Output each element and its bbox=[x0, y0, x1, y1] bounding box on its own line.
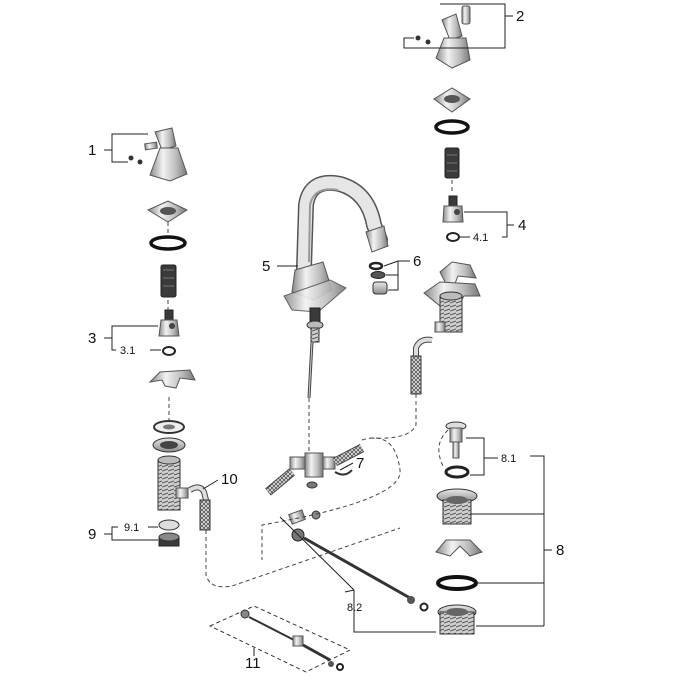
aerator-parts bbox=[368, 261, 388, 295]
callout-6: 6 bbox=[413, 253, 421, 270]
left-lock-nut bbox=[152, 437, 186, 453]
left-o-ring bbox=[149, 235, 187, 251]
left-extension-spline bbox=[160, 264, 177, 298]
callout-10: 10 bbox=[221, 471, 238, 488]
left-bottom-washer bbox=[158, 519, 180, 531]
callout-9-1: 9.1 bbox=[124, 522, 139, 534]
left-cartridge bbox=[158, 309, 180, 337]
callout-labels: 1 2 3 3.1 4 4.1 5 6 7 8 8.1 8.2 9 9.1 10… bbox=[88, 8, 564, 672]
callout-3: 3 bbox=[88, 330, 96, 347]
right-small-o-ring bbox=[446, 232, 460, 242]
drain-assembly bbox=[435, 421, 483, 635]
callout-4: 4 bbox=[518, 217, 526, 234]
left-small-o-ring bbox=[162, 346, 176, 356]
callout-8-2: 8.2 bbox=[347, 602, 362, 614]
callout-11: 11 bbox=[245, 655, 261, 672]
left-mounting-bracket bbox=[148, 369, 196, 389]
spout-assembly bbox=[283, 175, 389, 399]
right-cartridge bbox=[442, 195, 464, 223]
callout-1: 1 bbox=[88, 142, 96, 159]
callout-9: 9 bbox=[88, 526, 96, 543]
lift-rod-kit bbox=[208, 605, 352, 673]
right-valve-body bbox=[434, 291, 463, 333]
callout-3-1: 3.1 bbox=[120, 345, 135, 357]
leader-lines bbox=[104, 3, 552, 656]
callout-8-1: 8.1 bbox=[501, 453, 516, 465]
right-o-ring bbox=[434, 119, 470, 135]
connection-lines bbox=[167, 180, 453, 588]
pivot-rod-assembly bbox=[288, 509, 429, 612]
right-supply-hose bbox=[410, 336, 433, 395]
callout-7: 7 bbox=[356, 455, 364, 472]
left-bottom-nut bbox=[158, 532, 180, 547]
right-handle-assembly bbox=[415, 5, 471, 69]
mixing-tee bbox=[265, 444, 365, 496]
left-handle-assembly bbox=[128, 127, 188, 182]
left-valve-body bbox=[157, 455, 189, 511]
callout-2: 2 bbox=[516, 8, 524, 25]
callout-4-1: 4.1 bbox=[473, 232, 488, 244]
callout-8: 8 bbox=[556, 542, 564, 559]
callout-5: 5 bbox=[262, 258, 270, 275]
left-supply-hose bbox=[188, 484, 211, 531]
